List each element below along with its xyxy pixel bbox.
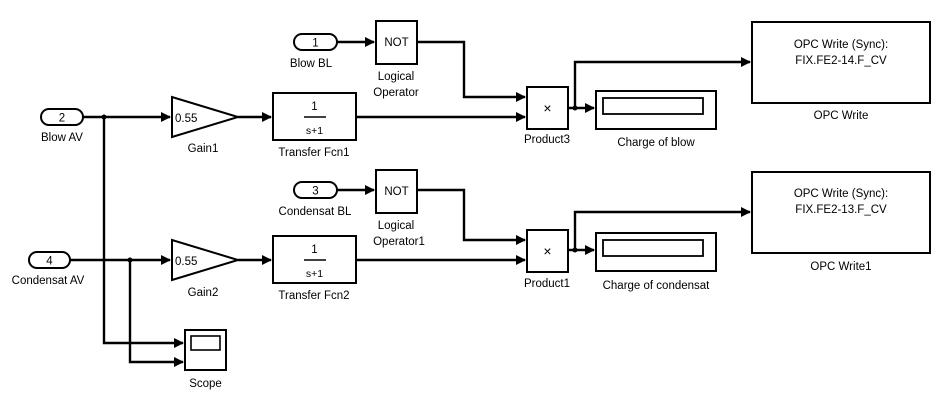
tf-numerator: 1 xyxy=(311,244,317,256)
operator-symbol: NOT xyxy=(384,37,408,49)
operator-label: Operator1 xyxy=(373,236,425,248)
signal-lines xyxy=(70,37,751,367)
inport-label: Condensat BL xyxy=(279,206,352,218)
operator-label: Operator xyxy=(373,87,419,99)
tf-denominator: s+1 xyxy=(306,125,323,137)
inport-label: Condensat AV xyxy=(12,275,85,287)
transfer-fcn-2[interactable]: 1 s+1 Transfer Fcn2 xyxy=(272,235,357,302)
branch-point xyxy=(127,257,133,263)
product-label: Product3 xyxy=(524,134,570,146)
transfer-fcn-1[interactable]: 1 s+1 Transfer Fcn1 xyxy=(272,92,357,159)
scope-label: Scope xyxy=(189,378,222,390)
display-charge-of-blow[interactable]: Charge of blow xyxy=(595,90,717,149)
tf-label: Transfer Fcn1 xyxy=(278,147,349,159)
product-block-1[interactable]: × Product1 xyxy=(524,229,570,290)
operator-label: Logical xyxy=(378,71,414,83)
inport-label: Blow AV xyxy=(41,132,83,144)
operator-symbol: NOT xyxy=(384,186,408,198)
multiply-icon: × xyxy=(543,243,551,259)
wire-not2-prod1[interactable] xyxy=(417,188,526,245)
wire-not1-prod3[interactable] xyxy=(417,40,526,102)
product-block-3[interactable]: × Product3 xyxy=(524,86,570,146)
product-label: Product1 xyxy=(524,278,570,290)
inport-condensat-bl[interactable]: 3 Condensat BL xyxy=(279,181,352,218)
display-readout xyxy=(602,239,704,257)
display-label: Charge of condensat xyxy=(603,280,711,292)
logical-operator-2[interactable]: NOT Logical Operator1 xyxy=(373,169,425,248)
opc-write-label: OPC Write xyxy=(814,110,869,122)
scope-screen-icon xyxy=(190,335,221,351)
inport-number: 4 xyxy=(46,256,53,268)
gain-block-2[interactable]: 0.55 Gain2 xyxy=(171,238,242,299)
inport-number: 2 xyxy=(59,113,65,125)
wire-in2-scope[interactable] xyxy=(102,117,184,348)
opc-write-tag: FIX.FE2-13.F_CV xyxy=(795,204,887,216)
tf-label: Transfer Fcn2 xyxy=(278,290,349,302)
gain-label: Gain2 xyxy=(188,287,219,299)
opc-write-block[interactable]: OPC Write (Sync): FIX.FE2-14.F_CV OPC Wr… xyxy=(751,21,931,122)
inport-condensat-av[interactable]: 4 Condensat AV xyxy=(12,251,85,287)
inport-number: 1 xyxy=(312,38,318,50)
opc-write1-block[interactable]: OPC Write (Sync): FIX.FE2-13.F_CV OPC Wr… xyxy=(751,171,931,273)
opc-write-mode: OPC Write (Sync): xyxy=(794,39,888,51)
branch-point xyxy=(572,247,578,253)
gain-value: 0.55 xyxy=(175,256,197,268)
wire-prod3-opc1[interactable] xyxy=(573,57,751,108)
tf-numerator: 1 xyxy=(311,101,317,113)
logical-operator-1[interactable]: NOT Logical Operator xyxy=(373,20,419,99)
opc-write-mode: OPC Write (Sync): xyxy=(794,188,888,200)
inport-blow-av[interactable]: 2 Blow AV xyxy=(40,108,84,144)
opc-write-tag: FIX.FE2-14.F_CV xyxy=(795,55,887,67)
scope-block[interactable]: Scope xyxy=(184,329,227,390)
display-charge-of-condensat[interactable]: Charge of condensat xyxy=(595,232,717,292)
branch-point xyxy=(572,105,578,111)
gain-block-1[interactable]: 0.55 Gain1 xyxy=(171,95,242,155)
inport-label: Blow BL xyxy=(290,58,333,70)
wire-in4-scope[interactable] xyxy=(128,260,184,367)
branch-point xyxy=(101,114,107,120)
tf-denominator: s+1 xyxy=(306,268,323,280)
inport-number: 3 xyxy=(312,186,318,198)
gain-label: Gain1 xyxy=(188,143,219,155)
gain-value: 0.55 xyxy=(175,113,197,125)
opc-write-label: OPC Write1 xyxy=(810,261,871,273)
wire-prod1-opc2[interactable] xyxy=(573,207,751,250)
inport-blow-bl[interactable]: 1 Blow BL xyxy=(290,33,338,70)
display-readout xyxy=(602,97,704,115)
display-label: Charge of blow xyxy=(617,137,695,149)
operator-label: Logical xyxy=(378,220,414,232)
multiply-icon: × xyxy=(543,100,551,116)
